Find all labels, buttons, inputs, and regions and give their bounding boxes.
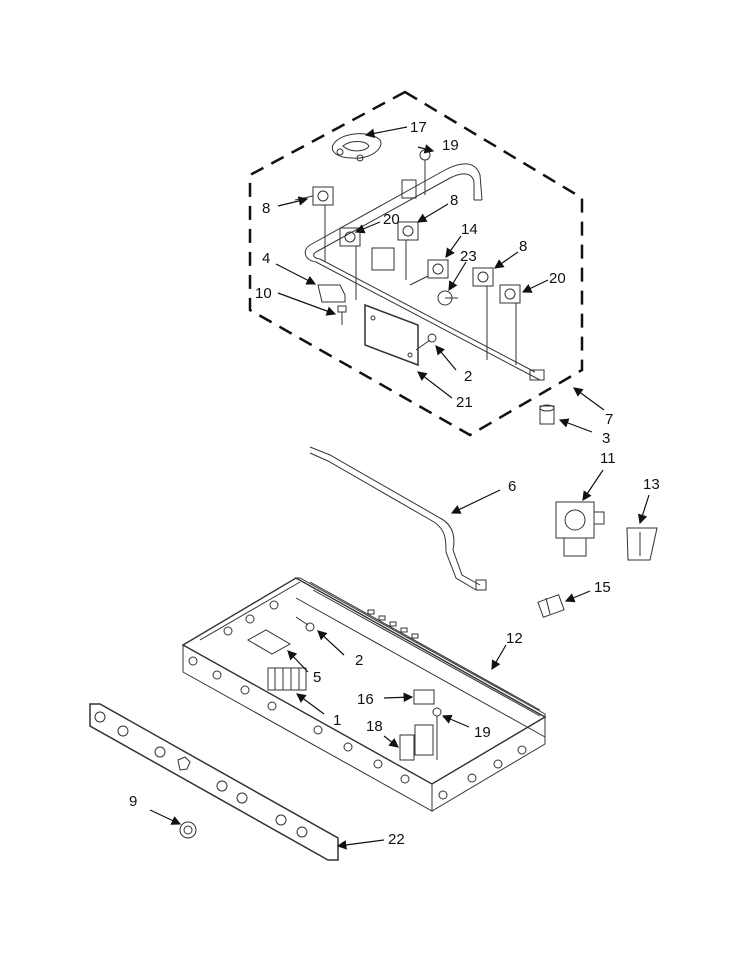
callout-8-right: 8 bbox=[519, 238, 527, 255]
part-5-shield[interactable] bbox=[246, 629, 292, 655]
part-2-screw-lower[interactable] bbox=[295, 616, 315, 632]
part-13-bracket[interactable] bbox=[626, 527, 658, 561]
part-20-valve-right[interactable] bbox=[499, 284, 521, 365]
callout-15: 15 bbox=[594, 579, 611, 596]
part-10-screw[interactable] bbox=[337, 305, 347, 325]
part-16-switch[interactable] bbox=[413, 689, 435, 705]
part-15-fitting[interactable] bbox=[537, 594, 565, 618]
part-1-spark-module[interactable] bbox=[267, 667, 307, 691]
pan-slots bbox=[367, 609, 419, 639]
part-11-regulator[interactable] bbox=[555, 501, 605, 557]
callout-14: 14 bbox=[461, 221, 478, 238]
part-19-screw-lower[interactable] bbox=[432, 707, 442, 760]
part-8-valve-center[interactable] bbox=[397, 221, 419, 280]
manifold-pipe[interactable] bbox=[304, 163, 545, 381]
part-19-screw-upper[interactable] bbox=[419, 149, 431, 195]
callout-7: 7 bbox=[605, 411, 613, 428]
callout-13: 13 bbox=[643, 476, 660, 493]
callout-22: 22 bbox=[388, 831, 405, 848]
callout-8-left: 8 bbox=[262, 200, 270, 217]
part-4-clip[interactable] bbox=[317, 284, 346, 303]
part-17-gasket[interactable] bbox=[331, 133, 382, 162]
callout-labels: 17 19 8 20 8 14 23 8 20 4 10 2 21 7 3 11… bbox=[129, 119, 660, 848]
callout-8-center: 8 bbox=[450, 192, 458, 209]
callout-2-upper: 2 bbox=[464, 368, 472, 385]
callout-11: 11 bbox=[600, 450, 616, 467]
part-9-knob[interactable] bbox=[179, 821, 197, 839]
callout-1: 1 bbox=[333, 712, 341, 729]
callout-5: 5 bbox=[313, 669, 321, 686]
callout-23: 23 bbox=[460, 248, 477, 265]
manifold-assembly-boundary bbox=[248, 90, 584, 437]
part-6-gas-hose[interactable] bbox=[309, 446, 487, 591]
part-3-fitting[interactable] bbox=[539, 404, 555, 425]
callout-16: 16 bbox=[357, 691, 374, 708]
part-18-brackets[interactable] bbox=[399, 724, 434, 761]
callout-20-left: 20 bbox=[383, 211, 400, 228]
callout-19-upper: 19 bbox=[442, 137, 459, 154]
part-2-screw-upper[interactable] bbox=[415, 333, 437, 351]
part-8-valve-right[interactable] bbox=[472, 267, 494, 360]
part-14-valve[interactable] bbox=[409, 259, 449, 286]
callout-21: 21 bbox=[456, 394, 473, 411]
part-12-base-pan[interactable] bbox=[181, 577, 547, 812]
part-20-valve-left[interactable] bbox=[339, 227, 361, 300]
callout-18: 18 bbox=[366, 718, 383, 735]
callout-6: 6 bbox=[508, 478, 516, 495]
part-8-valve-upper-left[interactable] bbox=[294, 186, 334, 262]
callout-9: 9 bbox=[129, 793, 137, 810]
pan-holes bbox=[188, 600, 527, 800]
callout-20-right: 20 bbox=[549, 270, 566, 287]
part-22-control-panel[interactable] bbox=[89, 703, 339, 861]
part-21-cover-plate[interactable] bbox=[364, 303, 419, 367]
callout-3: 3 bbox=[602, 430, 610, 447]
leader-lines bbox=[149, 126, 650, 850]
callout-12: 12 bbox=[506, 630, 523, 647]
callout-17: 17 bbox=[410, 119, 427, 136]
part-23-disc[interactable] bbox=[437, 290, 458, 306]
callout-10: 10 bbox=[255, 285, 272, 302]
callout-2-lower: 2 bbox=[355, 652, 363, 669]
callout-4: 4 bbox=[262, 250, 270, 267]
callout-19-lower: 19 bbox=[474, 724, 491, 741]
manifold-bracket bbox=[371, 179, 417, 271]
